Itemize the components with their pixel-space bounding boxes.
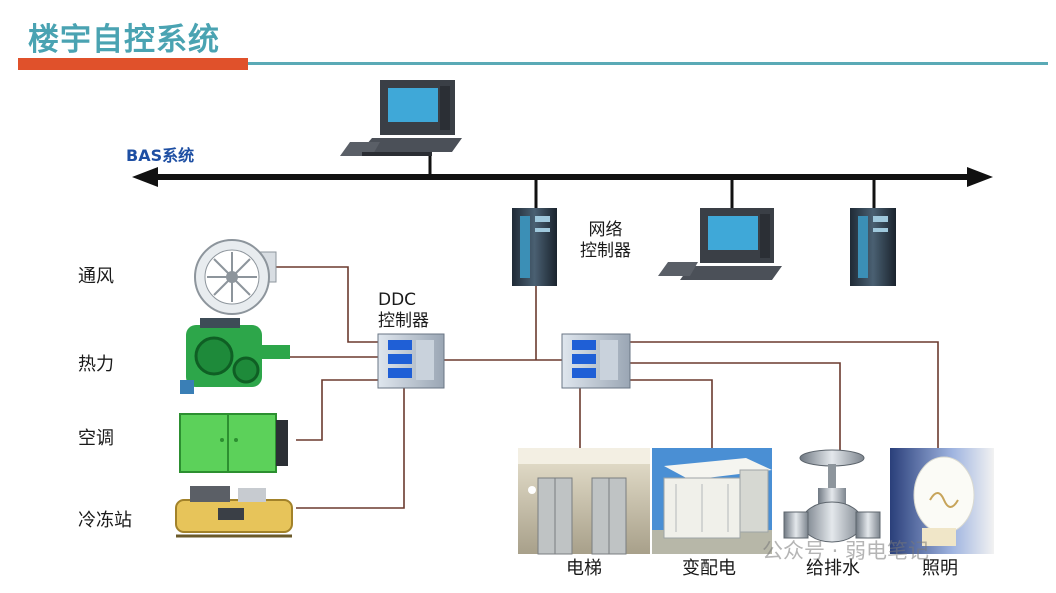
ddc-label-line-2: 控制器 [378,311,429,331]
title-underline-teal [248,62,1048,65]
bas-workstation [340,80,462,156]
operator-workstation [658,208,782,280]
ddc-label-line-1: DDC [378,290,417,310]
label-substation: 变配电 [682,558,736,579]
ventilation-fan-icon [194,239,277,315]
chiller-icon [175,486,293,538]
bas-bus [132,167,993,187]
label-water-supply: 给排水 [806,558,860,579]
ddc-controller-1 [377,333,445,389]
label-chiller-plant: 冷冻站 [78,510,132,531]
page-title: 楼宇自控系统 [28,22,220,58]
label-lighting: 照明 [922,558,958,579]
ddc-controller-label: DDC 控制器 [378,290,429,332]
heating-unit-icon [180,318,290,394]
ddc-controller-2 [561,333,631,389]
substation-icon [652,448,772,554]
network-controller-label-line-2: 控制器 [580,241,631,261]
network-controller-label: 网络 控制器 [580,220,631,262]
air-conditioner-icon [179,413,288,473]
server-tower [850,208,896,286]
label-elevator: 电梯 [566,558,602,579]
label-heating: 热力 [78,354,114,375]
network-controller-label-line-1: 网络 [588,220,623,240]
network-controller-tower [512,208,557,286]
valve-icon [783,449,881,543]
light-bulb-icon [890,448,994,554]
bas-bus-label: BAS系统 [126,146,195,165]
label-ventilation: 通风 [78,266,114,287]
watermark: 公众号 · 弱电笔记 [762,539,930,563]
control-wiring [270,266,939,509]
label-air-conditioning: 空调 [78,428,114,449]
elevator-icon [518,448,650,555]
title-underline-orange [18,58,248,70]
